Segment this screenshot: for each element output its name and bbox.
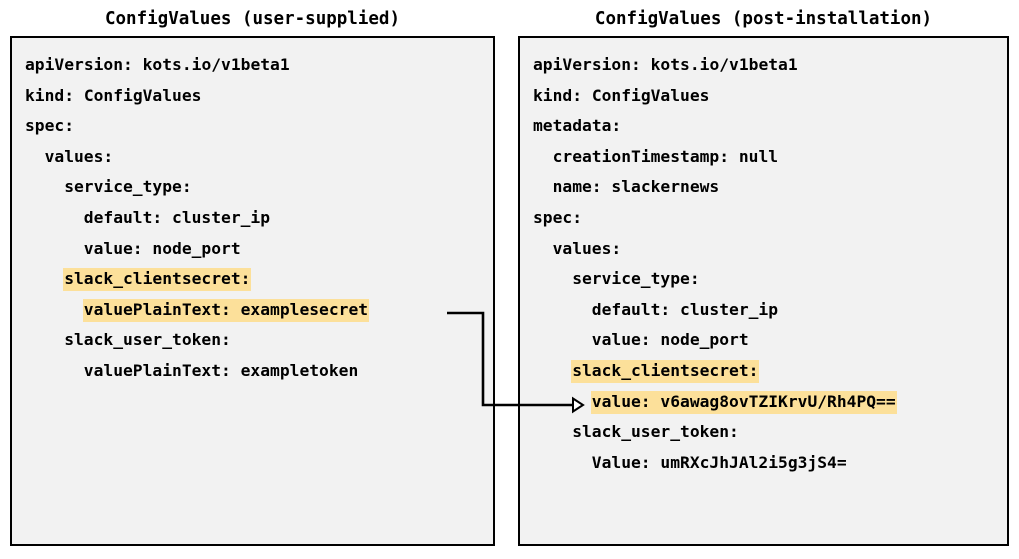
yaml-line-text: slack_clientsecret: <box>63 268 252 292</box>
yaml-line: apiVersion: kots.io/v1beta1 <box>532 50 1001 81</box>
yaml-line-text: values: <box>44 146 114 166</box>
panel-title-post-installation: ConfigValues (post-installation) <box>594 9 933 29</box>
yaml-line-text: creationTimestamp: null <box>552 146 779 166</box>
yaml-line: values: <box>532 234 1001 265</box>
yaml-line-text: slack_user_token: <box>64 330 231 350</box>
yaml-line-text: service_type: <box>64 177 192 197</box>
config-values-post-installation-panel: apiVersion: kots.io/v1beta1 kind: ConfigV… <box>518 36 1009 546</box>
yaml-line-text: default: cluster_ip <box>591 299 779 319</box>
yaml-line: default: cluster_ip <box>532 295 1001 326</box>
yaml-line: apiVersion: kots.io/v1beta1 <box>24 50 487 81</box>
yaml-line-text: apiVersion: kots.io/v1beta1 <box>25 55 290 74</box>
yaml-line-text: spec: <box>25 116 75 136</box>
yaml-line: value: node_port <box>24 234 487 265</box>
yaml-line-highlighted: slack_clientsecret: <box>24 264 487 295</box>
yaml-line-text: value: node_port <box>591 330 749 350</box>
yaml-line-text: apiVersion: kots.io/v1beta1 <box>533 55 798 74</box>
yaml-line-text: valuePlainText: exampletoken <box>83 360 359 380</box>
yaml-code-block-user-supplied: apiVersion: kots.io/v1beta1 kind: ConfigV… <box>24 50 487 387</box>
yaml-line-text: kind: ConfigValues <box>25 85 202 105</box>
config-values-user-supplied-panel: apiVersion: kots.io/v1beta1 kind: ConfigV… <box>10 36 495 546</box>
yaml-line: metadata: <box>532 111 1001 142</box>
yaml-line-text: kind: ConfigValues <box>533 85 710 105</box>
yaml-line-highlighted: value: v6awag8ovTZIKrvU/Rh4PQ== <box>532 387 1001 418</box>
yaml-line: kind: ConfigValues <box>24 81 487 112</box>
yaml-line-highlighted: slack_clientsecret: <box>532 356 1001 387</box>
yaml-line: valuePlainText: exampletoken <box>24 356 487 387</box>
yaml-line: value: node_port <box>532 325 1001 356</box>
yaml-line-text: value: node_port <box>83 238 241 258</box>
yaml-line-text: name: slackernews <box>552 177 720 197</box>
yaml-line-text: slack_clientsecret: <box>571 359 760 383</box>
yaml-line: slack_user_token: <box>24 325 487 356</box>
yaml-line: name: slackernews <box>532 172 1001 203</box>
yaml-line: spec: <box>24 111 487 142</box>
yaml-line: values: <box>24 142 487 173</box>
yaml-line-text: Value: umRXcJhJAl2i5g3jS4= <box>591 452 847 472</box>
yaml-code-block-post-installation: apiVersion: kots.io/v1beta1 kind: ConfigV… <box>532 50 1001 478</box>
yaml-line-text: slack_user_token: <box>572 422 739 442</box>
yaml-line-text: metadata: <box>533 116 622 136</box>
yaml-line: Value: umRXcJhJAl2i5g3jS4= <box>532 448 1001 479</box>
panel-title-user-supplied: ConfigValues (user-supplied) <box>104 9 400 29</box>
yaml-line: kind: ConfigValues <box>532 81 1001 112</box>
yaml-line: slack_user_token: <box>532 417 1001 448</box>
yaml-line: creationTimestamp: null <box>532 142 1001 173</box>
yaml-line: service_type: <box>532 264 1001 295</box>
yaml-line-text: spec: <box>533 207 583 227</box>
yaml-line-text: default: cluster_ip <box>83 207 271 227</box>
yaml-line-text: values: <box>552 238 622 258</box>
yaml-line: spec: <box>532 203 1001 234</box>
yaml-line: service_type: <box>24 172 487 203</box>
yaml-line-highlighted: valuePlainText: examplesecret <box>24 295 487 326</box>
yaml-line: default: cluster_ip <box>24 203 487 234</box>
yaml-line-text: service_type: <box>572 269 700 289</box>
yaml-line-text: value: v6awag8ovTZIKrvU/Rh4PQ== <box>590 390 897 414</box>
yaml-line-text: valuePlainText: examplesecret <box>82 298 370 322</box>
